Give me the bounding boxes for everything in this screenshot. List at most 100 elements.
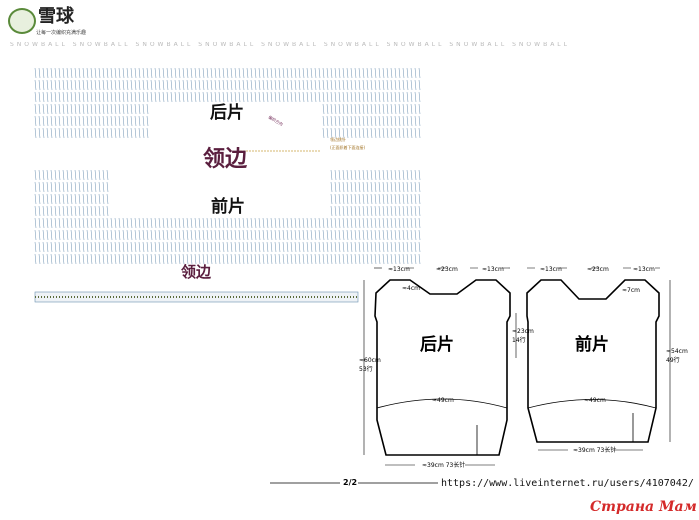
stitch-mark bbox=[342, 67, 345, 79]
stitch-mark bbox=[62, 217, 65, 229]
front-top-right: ≈13cm bbox=[633, 266, 655, 273]
stitch-mark bbox=[130, 103, 133, 115]
stitch-mark bbox=[146, 253, 149, 265]
stitch-mark bbox=[122, 67, 125, 79]
stitch-mark bbox=[402, 67, 405, 79]
stitch-mark bbox=[118, 127, 121, 139]
stitch-mark bbox=[110, 115, 113, 127]
stitch-mark bbox=[354, 103, 357, 115]
stitch-mark bbox=[138, 115, 141, 127]
stitch-mark bbox=[126, 79, 129, 91]
stitch-mark bbox=[226, 253, 229, 265]
stitch-mark bbox=[154, 67, 157, 79]
stitch-mark bbox=[250, 67, 253, 79]
stitch-mark bbox=[222, 79, 225, 91]
stitch-mark bbox=[70, 91, 73, 103]
source-url[interactable]: https://www.liveinternet.ru/users/410704… bbox=[441, 478, 694, 489]
stitch-mark bbox=[62, 169, 65, 181]
stitch-mark bbox=[330, 127, 333, 139]
stitch-mark bbox=[234, 79, 237, 91]
stitch-mark bbox=[98, 205, 101, 217]
stitch-mark bbox=[370, 79, 373, 91]
stitch-mark bbox=[258, 241, 261, 253]
stitch-mark bbox=[34, 253, 37, 265]
stitch-mark bbox=[182, 91, 185, 103]
stitch-mark bbox=[298, 67, 301, 79]
stitch-mark bbox=[390, 169, 393, 181]
stitch-mark bbox=[262, 67, 265, 79]
stitch-mark bbox=[286, 229, 289, 241]
stitch-mark bbox=[34, 115, 37, 127]
stitch-mark bbox=[354, 67, 357, 79]
stitch-mark bbox=[406, 79, 409, 91]
stitch-mark bbox=[42, 79, 45, 91]
stitch-mark bbox=[38, 229, 41, 241]
stitch-mark bbox=[390, 181, 393, 193]
stitch-mark bbox=[142, 79, 145, 91]
stitch-mark bbox=[330, 79, 333, 91]
stitch-mark bbox=[286, 241, 289, 253]
stitch-mark bbox=[46, 79, 49, 91]
stitch-mark bbox=[362, 253, 365, 265]
stitch-mark bbox=[270, 253, 273, 265]
stitch-mark bbox=[38, 91, 41, 103]
stitch-mark bbox=[314, 217, 317, 229]
stitch-mark bbox=[90, 91, 93, 103]
watermark-logo: Страна Мам bbox=[590, 499, 697, 515]
stitch-mark bbox=[90, 229, 93, 241]
front-chart-label: 前片 bbox=[211, 197, 245, 217]
stitch-mark bbox=[346, 79, 349, 91]
stitch-mark bbox=[414, 205, 417, 217]
stitch-mark bbox=[290, 217, 293, 229]
stitch-mark bbox=[370, 253, 373, 265]
stitch-mark bbox=[206, 241, 209, 253]
stitch-mark bbox=[330, 217, 333, 229]
stitch-mark bbox=[386, 169, 389, 181]
stitch-mark bbox=[98, 253, 101, 265]
stitch-mark bbox=[62, 79, 65, 91]
stitch-mark bbox=[58, 91, 61, 103]
stitch-mark bbox=[130, 241, 133, 253]
stitch-mark bbox=[34, 229, 37, 241]
stitch-mark bbox=[42, 205, 45, 217]
stitch-mark bbox=[382, 181, 385, 193]
stitch-mark bbox=[182, 67, 185, 79]
stitch-mark bbox=[362, 79, 365, 91]
stitch-mark bbox=[366, 241, 369, 253]
stitch-mark bbox=[394, 205, 397, 217]
stitch-mark bbox=[342, 127, 345, 139]
stitch-mark bbox=[206, 229, 209, 241]
stitch-mark bbox=[394, 91, 397, 103]
stitch-mark bbox=[362, 205, 365, 217]
stitch-mark bbox=[114, 79, 117, 91]
stitch-mark bbox=[38, 253, 41, 265]
stitch-mark bbox=[42, 169, 45, 181]
stitch-mark bbox=[74, 127, 77, 139]
stitch-mark bbox=[230, 91, 233, 103]
stitch-mark bbox=[390, 115, 393, 127]
stitch-mark bbox=[102, 193, 105, 205]
stitch-mark bbox=[122, 103, 125, 115]
stitch-mark bbox=[78, 169, 81, 181]
stitch-mark bbox=[106, 127, 109, 139]
stitch-mark bbox=[302, 67, 305, 79]
stitch-mark bbox=[166, 229, 169, 241]
stitch-mark bbox=[58, 229, 61, 241]
stitch-mark bbox=[358, 127, 361, 139]
stitch-mark bbox=[278, 79, 281, 91]
stitch-mark bbox=[46, 205, 49, 217]
stitch-mark bbox=[282, 79, 285, 91]
stitch-mark bbox=[358, 67, 361, 79]
stitch-mark bbox=[350, 91, 353, 103]
stitch-mark bbox=[414, 91, 417, 103]
stitch-mark bbox=[286, 253, 289, 265]
stitch-mark bbox=[382, 241, 385, 253]
stitch-mark bbox=[210, 91, 213, 103]
stitch-mark bbox=[42, 115, 45, 127]
stitch-mark bbox=[58, 79, 61, 91]
stitch-mark bbox=[90, 169, 93, 181]
stitch-mark bbox=[70, 205, 73, 217]
stitch-mark bbox=[338, 67, 341, 79]
stitch-mark bbox=[66, 67, 69, 79]
stitch-mark bbox=[74, 181, 77, 193]
